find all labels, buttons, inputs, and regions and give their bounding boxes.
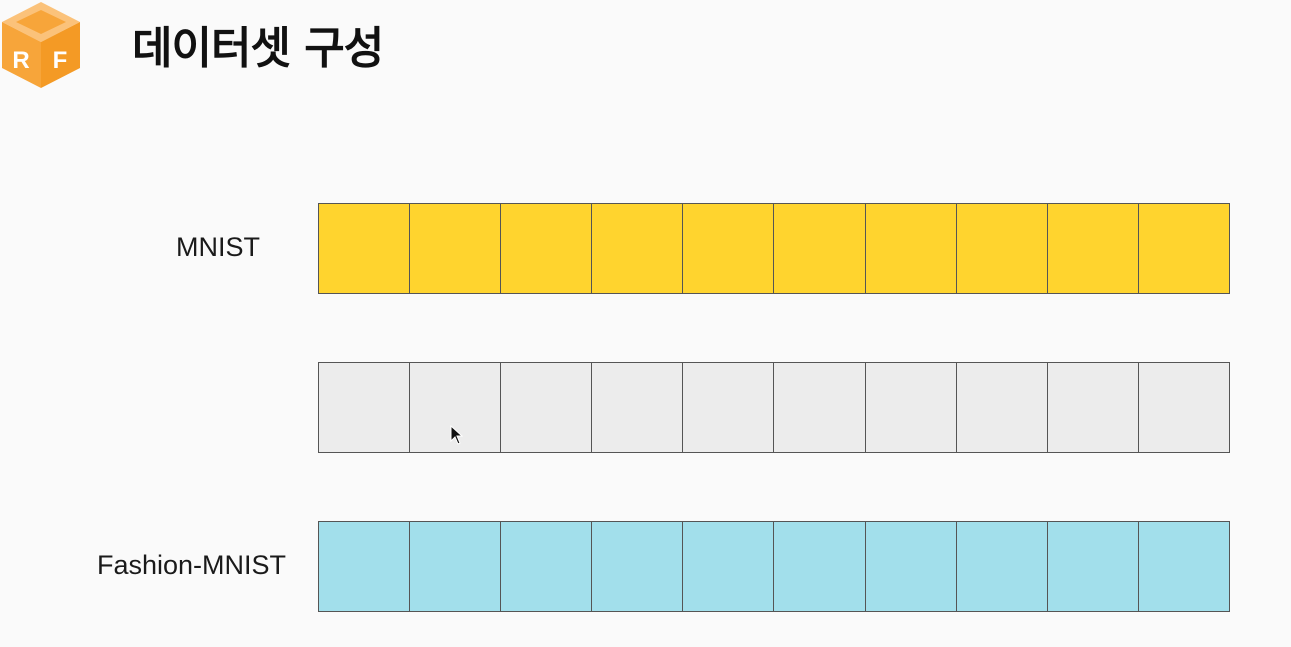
strip-cell: [774, 522, 866, 611]
strip-cell: [592, 204, 684, 293]
mnist-strip: [318, 203, 1230, 294]
strip-cell: [319, 522, 411, 611]
strip-cell: [774, 204, 866, 293]
strip-cell: [956, 363, 1048, 452]
af-cube-logo-icon: R F: [2, 2, 80, 88]
svg-text:F: F: [53, 47, 68, 74]
strip-cell: [410, 204, 502, 293]
strip-cell: [592, 522, 684, 611]
strip-cell: [683, 204, 775, 293]
strip-cell: [683, 522, 775, 611]
strip-cell: [1047, 204, 1139, 293]
strip-cell: [1138, 363, 1229, 452]
strip-cell: [319, 204, 411, 293]
row-label-fashion-mnist: Fashion-MNIST: [96, 550, 286, 580]
strip-cell: [956, 522, 1048, 611]
strip-cell: [1047, 522, 1139, 611]
strip-cell: [1138, 204, 1229, 293]
strip-cell: [865, 363, 957, 452]
strip-cell: [319, 363, 411, 452]
strip-cell: [501, 204, 593, 293]
strip-cell: [774, 363, 866, 452]
strip-cell: [1138, 522, 1229, 611]
strip-cell: [410, 522, 502, 611]
strip-cell: [956, 204, 1048, 293]
strip-cell: [865, 522, 957, 611]
middle-strip: [318, 362, 1230, 453]
strip-cell: [683, 363, 775, 452]
strip-cell: [1047, 363, 1139, 452]
slide-title: 데이터셋 구성: [132, 23, 384, 74]
strip-cell: [501, 363, 593, 452]
strip-cell: [865, 204, 957, 293]
strip-cell: [501, 522, 593, 611]
row-label-mnist: MNIST: [176, 232, 260, 262]
fashion-mnist-strip: [318, 521, 1230, 612]
strip-cell: [592, 363, 684, 452]
mouse-pointer-icon: [450, 425, 464, 445]
svg-text:R: R: [12, 47, 29, 74]
